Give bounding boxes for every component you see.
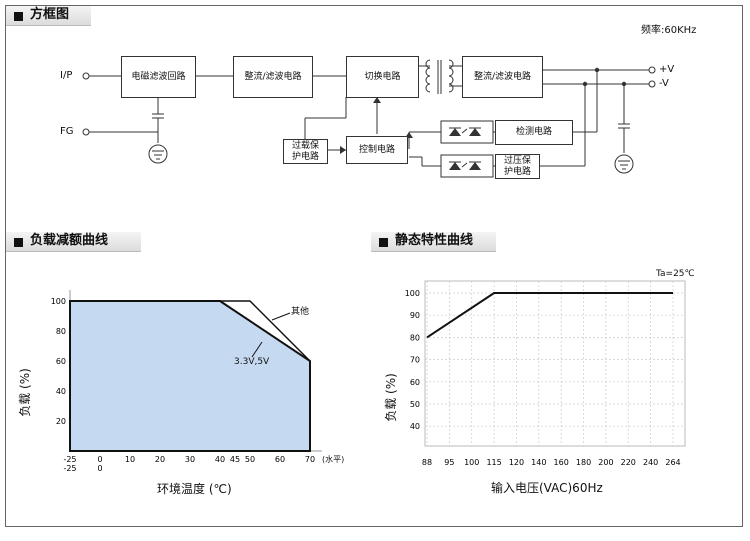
static-y-tick: 50 (410, 400, 420, 409)
static-xlabel: 输入电压(VAC)60Hz (491, 481, 603, 495)
static-x-tick: 88 (422, 458, 432, 467)
derating-header (6, 232, 141, 252)
static-x-tick: 240 (643, 458, 658, 467)
derating-title: 负载减额曲线 (30, 233, 109, 248)
outer-frame (5, 5, 743, 527)
derating-series-33v (69, 300, 311, 452)
static-x-tick: 95 (444, 458, 454, 467)
static-x-tick: 140 (531, 458, 546, 467)
static-y-tick: 60 (410, 378, 420, 387)
frequency-label: 频率:60KHz (641, 25, 697, 36)
section-marker-icon (14, 238, 23, 247)
derating-x-tick: 70 (305, 455, 315, 464)
derating-33v-label: 3.3V,5V (234, 357, 270, 367)
static-x-tick: 264 (665, 458, 680, 467)
static-x-tick: 200 (598, 458, 613, 467)
overload-protection-block: 过载保护电路 (283, 139, 328, 164)
derating-horizontal-note: (水平) (322, 455, 345, 464)
rectifier-filter-block-2: 整流/滤波电路 (462, 56, 543, 98)
derating-x-tick: 20 (155, 455, 165, 464)
derating-33v-pointer (251, 341, 263, 358)
derating-y-tick: 40 (56, 387, 66, 396)
derating-x-tick-row2: -25 (63, 464, 76, 473)
section-marker-icon (379, 238, 388, 247)
overvoltage-protection-block: 过压保护电路 (495, 154, 540, 179)
derating-others-pointer (271, 312, 291, 321)
block-diagram-header (6, 6, 91, 26)
derating-y-tick: 20 (56, 417, 66, 426)
derating-y-tick: 100 (51, 297, 66, 306)
static-y-tick: 80 (410, 333, 420, 342)
derating-xlabel: 环境温度 (℃) (157, 482, 232, 496)
derating-y-tick: 60 (56, 357, 66, 366)
emi-filter-block: 电磁滤波回路 (121, 56, 196, 98)
derating-x-tick: 10 (125, 455, 135, 464)
derating-x-tick-row2: 0 (97, 464, 102, 473)
static-y-tick: 90 (410, 311, 420, 320)
static-ta-label: Ta=25℃ (656, 269, 695, 279)
control-circuit-block: 控制电路 (346, 136, 408, 164)
static-x-tick: 160 (554, 458, 569, 467)
derating-x-tick: 45 (230, 455, 240, 464)
static-x-tick: 115 (486, 458, 501, 467)
static-y-tick: 70 (410, 356, 420, 365)
static-header (371, 232, 496, 252)
static-ylabel: 负载 (%) (383, 373, 398, 422)
static-x-tick: 220 (621, 458, 636, 467)
static-y-tick: 40 (410, 422, 420, 431)
derating-x-tick: 60 (275, 455, 285, 464)
rectifier-filter-block-1: 整流/滤波电路 (233, 56, 313, 98)
derating-x-tick: 50 (245, 455, 255, 464)
detection-circuit-block: 检测电路 (495, 120, 573, 145)
switching-block: 切换电路 (346, 56, 419, 98)
static-series-load (426, 292, 673, 339)
static-title: 静态特性曲线 (395, 233, 474, 248)
section-marker-icon (14, 12, 23, 21)
derating-x-tick: 30 (185, 455, 195, 464)
derating-others-label: 其他 (291, 307, 310, 317)
derating-x-tick: -25 (63, 455, 76, 464)
static-x-tick: 120 (509, 458, 524, 467)
derating-x-tick: 0 (97, 455, 102, 464)
static-x-tick: 180 (576, 458, 591, 467)
static-plot-frame (424, 280, 686, 447)
fg-label: FG (60, 126, 74, 137)
ip-label: I/P (60, 70, 73, 81)
output-positive-label: +V (659, 64, 675, 75)
static-y-tick: 100 (405, 289, 420, 298)
derating-y-tick: 80 (56, 327, 66, 336)
block-diagram-title: 方框图 (30, 7, 70, 22)
output-negative-label: -V (659, 78, 669, 89)
static-x-tick: 100 (464, 458, 479, 467)
derating-x-tick: 40 (215, 455, 225, 464)
